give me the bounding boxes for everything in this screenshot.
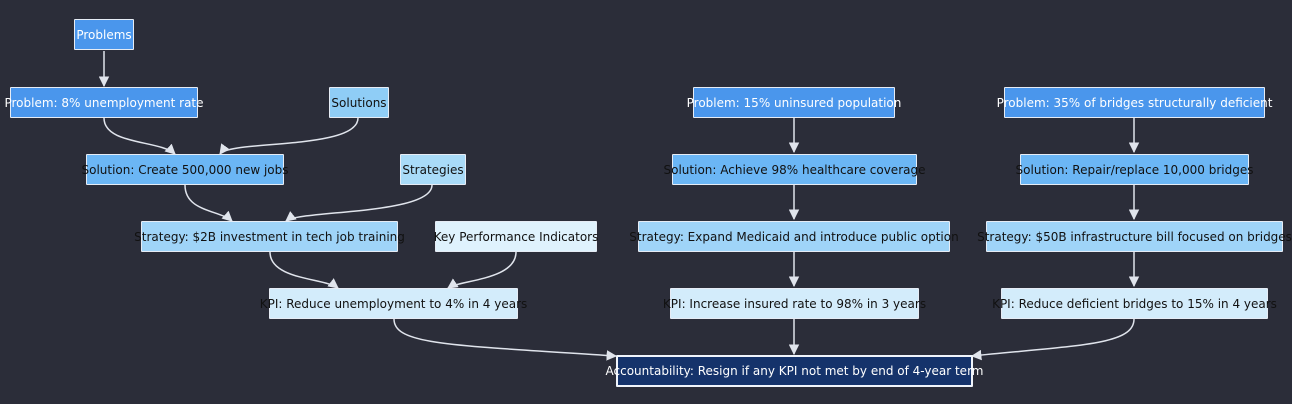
- kpi-node-insured-rate: KPI: Increase insured rate to 98% in 3 y…: [663, 288, 926, 319]
- edge-problem-1-to-solution-1: [103, 117, 176, 155]
- edge-strategies-to-strategy-1: [285, 184, 433, 222]
- edge-solutions-to-solution-1: [219, 117, 359, 155]
- edge-strategy-1-to-kpi-1: [269, 251, 339, 289]
- edge-solution-1-to-strategy-1: [184, 184, 233, 222]
- solution-node-healthcare: Solution: Achieve 98% healthcare coverag…: [664, 154, 925, 185]
- solution-node-bridges: Solution: Repair/replace 10,000 bridges: [1016, 154, 1253, 185]
- kpi-node-deficient-bridges: KPI: Reduce deficient bridges to 15% in …: [992, 288, 1277, 319]
- strategy-node-medicaid: Strategy: Expand Medicaid and introduce …: [629, 221, 959, 252]
- solution-node-jobs: Solution: Create 500,000 new jobs: [81, 154, 289, 185]
- edge-kpi-1-to-accountability: [393, 318, 618, 361]
- category-strategies-node: Strategies: [400, 154, 466, 185]
- edge-kpi-3-to-accountability: [970, 318, 1135, 361]
- edge-kpis-to-kpi-1: [447, 251, 517, 289]
- problem-node-bridges: Problem: 35% of bridges structurally def…: [997, 87, 1272, 118]
- category-problems-node: Problems: [74, 19, 134, 50]
- strategy-node-job-training: Strategy: $2B investment in tech job tra…: [134, 221, 405, 252]
- category-kpis-node: Key Performance Indicators: [434, 221, 598, 252]
- accountability-node: Accountability: Resign if any KPI not me…: [606, 355, 983, 387]
- kpi-node-unemployment: KPI: Reduce unemployment to 4% in 4 year…: [260, 288, 527, 319]
- problem-node-unemployment: Problem: 8% unemployment rate: [4, 87, 204, 118]
- category-solutions-node: Solutions: [329, 87, 389, 118]
- problem-node-uninsured: Problem: 15% uninsured population: [687, 87, 901, 118]
- strategy-node-infrastructure-bill: Strategy: $50B infrastructure bill focus…: [977, 221, 1292, 252]
